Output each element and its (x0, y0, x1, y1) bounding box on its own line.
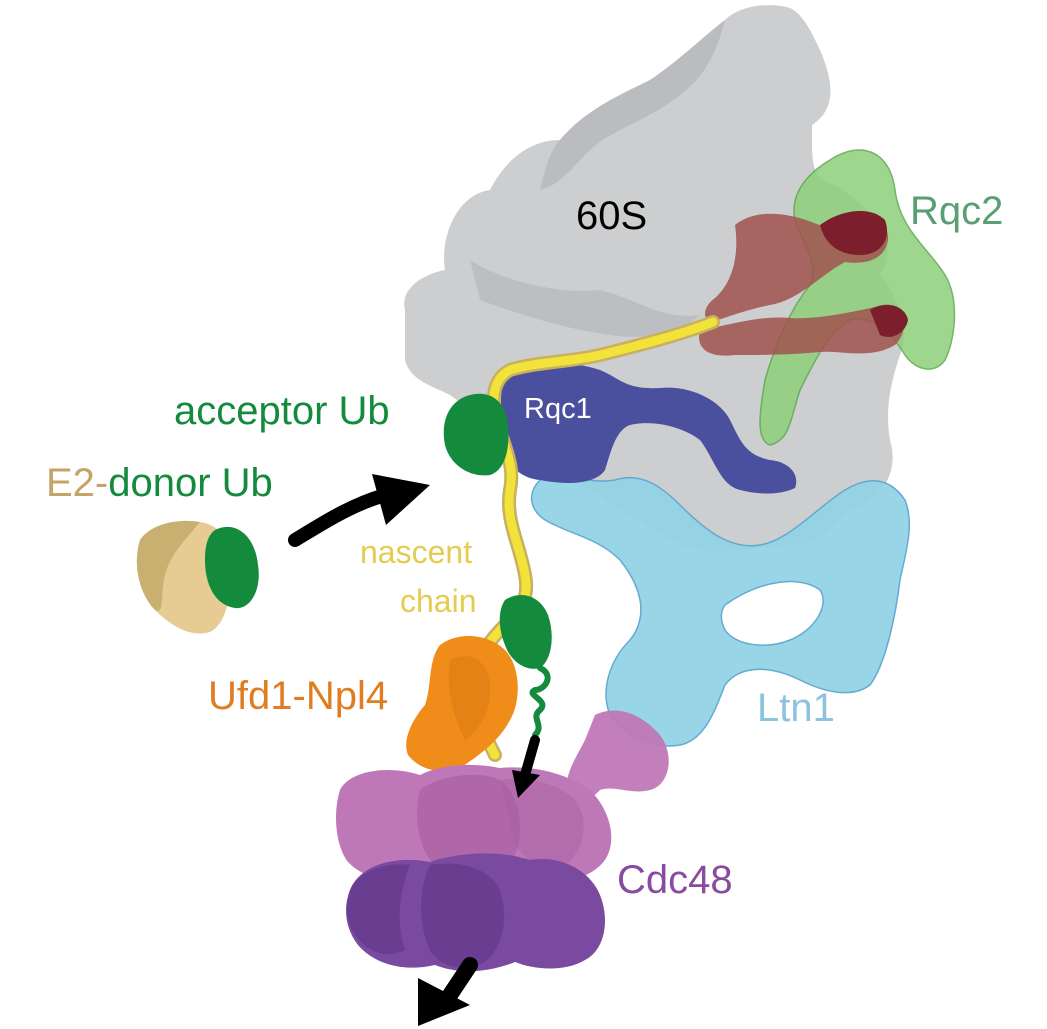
e2-prefix: E2- (46, 461, 109, 505)
cdc48-label: Cdc48 (617, 858, 733, 902)
donor-ub-text: donor Ub (108, 461, 273, 505)
cdc48-upper-ring (336, 710, 669, 888)
ub-chain-segment (499, 595, 552, 738)
e2-donor-ub-label: E2-donor Ub (46, 463, 273, 503)
ltn1-protein (530, 475, 911, 747)
trna-pair (699, 210, 908, 356)
ufd1-npl4-complex (406, 635, 518, 772)
cdc48-lower-ring (346, 853, 605, 972)
nascent-chain-label-line1: nascent (360, 534, 473, 570)
ribosome-label: 60S (576, 194, 648, 238)
extraction-arrow (418, 957, 478, 1026)
ubiquitin-transfer-arrow (288, 474, 430, 547)
nascent-chain-label-line2: chain (400, 583, 477, 619)
cdc48-entry-arrow (512, 735, 540, 798)
ltn1-label: Ltn1 (757, 686, 835, 730)
e2-donor-ub-complex (136, 520, 259, 634)
acceptor-ub (443, 393, 509, 476)
rqc1-protein (500, 362, 797, 494)
ufd1-npl4-label: Ufd1-Npl4 (208, 674, 389, 718)
rqc2-label: Rqc2 (910, 189, 1004, 233)
rqc1-label: Rqc1 (524, 393, 592, 425)
acceptor-ub-label: acceptor Ub (174, 389, 390, 433)
